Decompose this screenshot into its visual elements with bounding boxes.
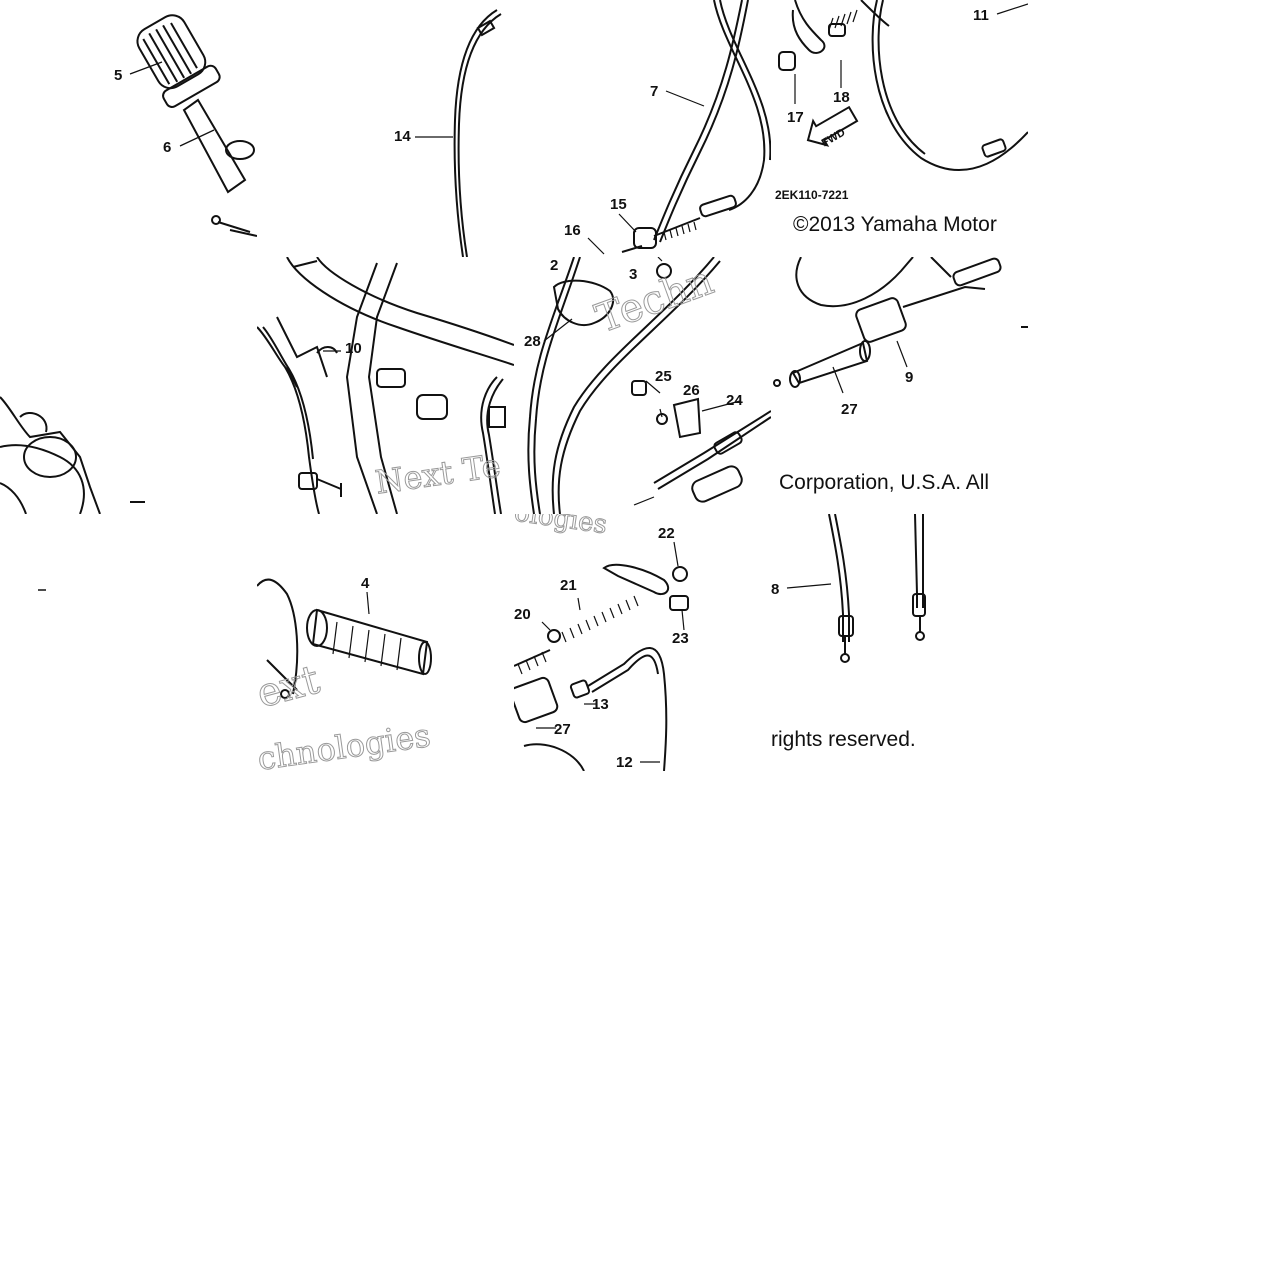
grip-left-drawing bbox=[257, 578, 432, 699]
tile-cable-7: 7 15 16 bbox=[514, 0, 771, 257]
cover-parts-drawing bbox=[527, 257, 771, 514]
lever-parts-drawing bbox=[778, 0, 1028, 171]
switch-housing-drawing bbox=[0, 396, 145, 514]
callout-13: 13 bbox=[592, 696, 609, 713]
callout-22: 22 bbox=[658, 525, 675, 542]
callout-26: 26 bbox=[683, 382, 700, 399]
callout-6: 6 bbox=[163, 139, 172, 156]
callout-7: 7 bbox=[650, 83, 659, 100]
tile-frame: 10 Next Te bbox=[257, 257, 514, 514]
callout-17: 17 bbox=[787, 109, 804, 126]
callout-27-lower: 27 bbox=[554, 721, 571, 738]
callout-24: 24 bbox=[726, 392, 743, 409]
grip-drawing bbox=[129, 14, 257, 237]
copyright-line-1: ©2013 Yamaha Motor bbox=[793, 213, 997, 236]
copyright-line-2: Corporation, U.S.A. All bbox=[779, 471, 990, 494]
tile-grip-left: 4 ext chnologies bbox=[257, 514, 514, 771]
tile-grip-housing: 9 27 Corporation, U.S.A. All bbox=[771, 257, 1028, 514]
callout-11: 11 bbox=[973, 7, 989, 24]
tile-blank bbox=[0, 514, 257, 771]
callout-21: 21 bbox=[560, 577, 577, 594]
callout-3: 3 bbox=[629, 266, 638, 283]
callout-27-upper: 27 bbox=[841, 401, 858, 418]
fwd-arrow bbox=[806, 105, 859, 147]
grip-housing-drawing bbox=[773, 257, 1028, 394]
cable-8-drawing bbox=[786, 514, 926, 663]
tile-cable-8: 8 rights reserved. bbox=[771, 514, 1028, 771]
callout-8: 8 bbox=[771, 581, 780, 598]
callout-5: 5 bbox=[114, 67, 123, 84]
callout-15: 15 bbox=[610, 196, 627, 213]
callout-4: 4 bbox=[361, 575, 370, 592]
tile-grip-right: 5 6 bbox=[0, 0, 257, 257]
copyright-line-3: rights reserved. bbox=[771, 728, 916, 751]
frame-drawing bbox=[257, 257, 514, 514]
callout-2: 2 bbox=[550, 257, 559, 274]
callout-16: 16 bbox=[564, 222, 581, 239]
cable-14-drawing bbox=[415, 9, 502, 257]
callout-28: 28 bbox=[524, 333, 541, 350]
callout-23: 23 bbox=[672, 630, 689, 647]
cable-7-drawing bbox=[587, 0, 771, 255]
tile-switch-housing bbox=[0, 257, 257, 514]
tile-throttle-parts: 22 21 20 23 13 27 12 ologies bbox=[514, 514, 771, 771]
tile-cable-14: 14 bbox=[257, 0, 514, 257]
tile-cover-parts: 2 3 28 25 26 24 Techn bbox=[514, 257, 771, 514]
diagram-code: 2EK110-7221 bbox=[775, 188, 849, 202]
blank-drawing bbox=[38, 589, 46, 591]
callout-20: 20 bbox=[514, 606, 531, 623]
tile-lever-parts: 18 17 11 FWD 2EK110-7221 ©2013 Yamaha Mo… bbox=[771, 0, 1028, 257]
callout-18: 18 bbox=[833, 89, 850, 106]
callout-25: 25 bbox=[655, 368, 672, 385]
callout-14: 14 bbox=[394, 128, 411, 145]
throttle-parts-drawing bbox=[514, 541, 689, 771]
callout-9: 9 bbox=[905, 369, 914, 386]
callout-12: 12 bbox=[616, 754, 633, 771]
callout-10: 10 bbox=[345, 340, 362, 357]
